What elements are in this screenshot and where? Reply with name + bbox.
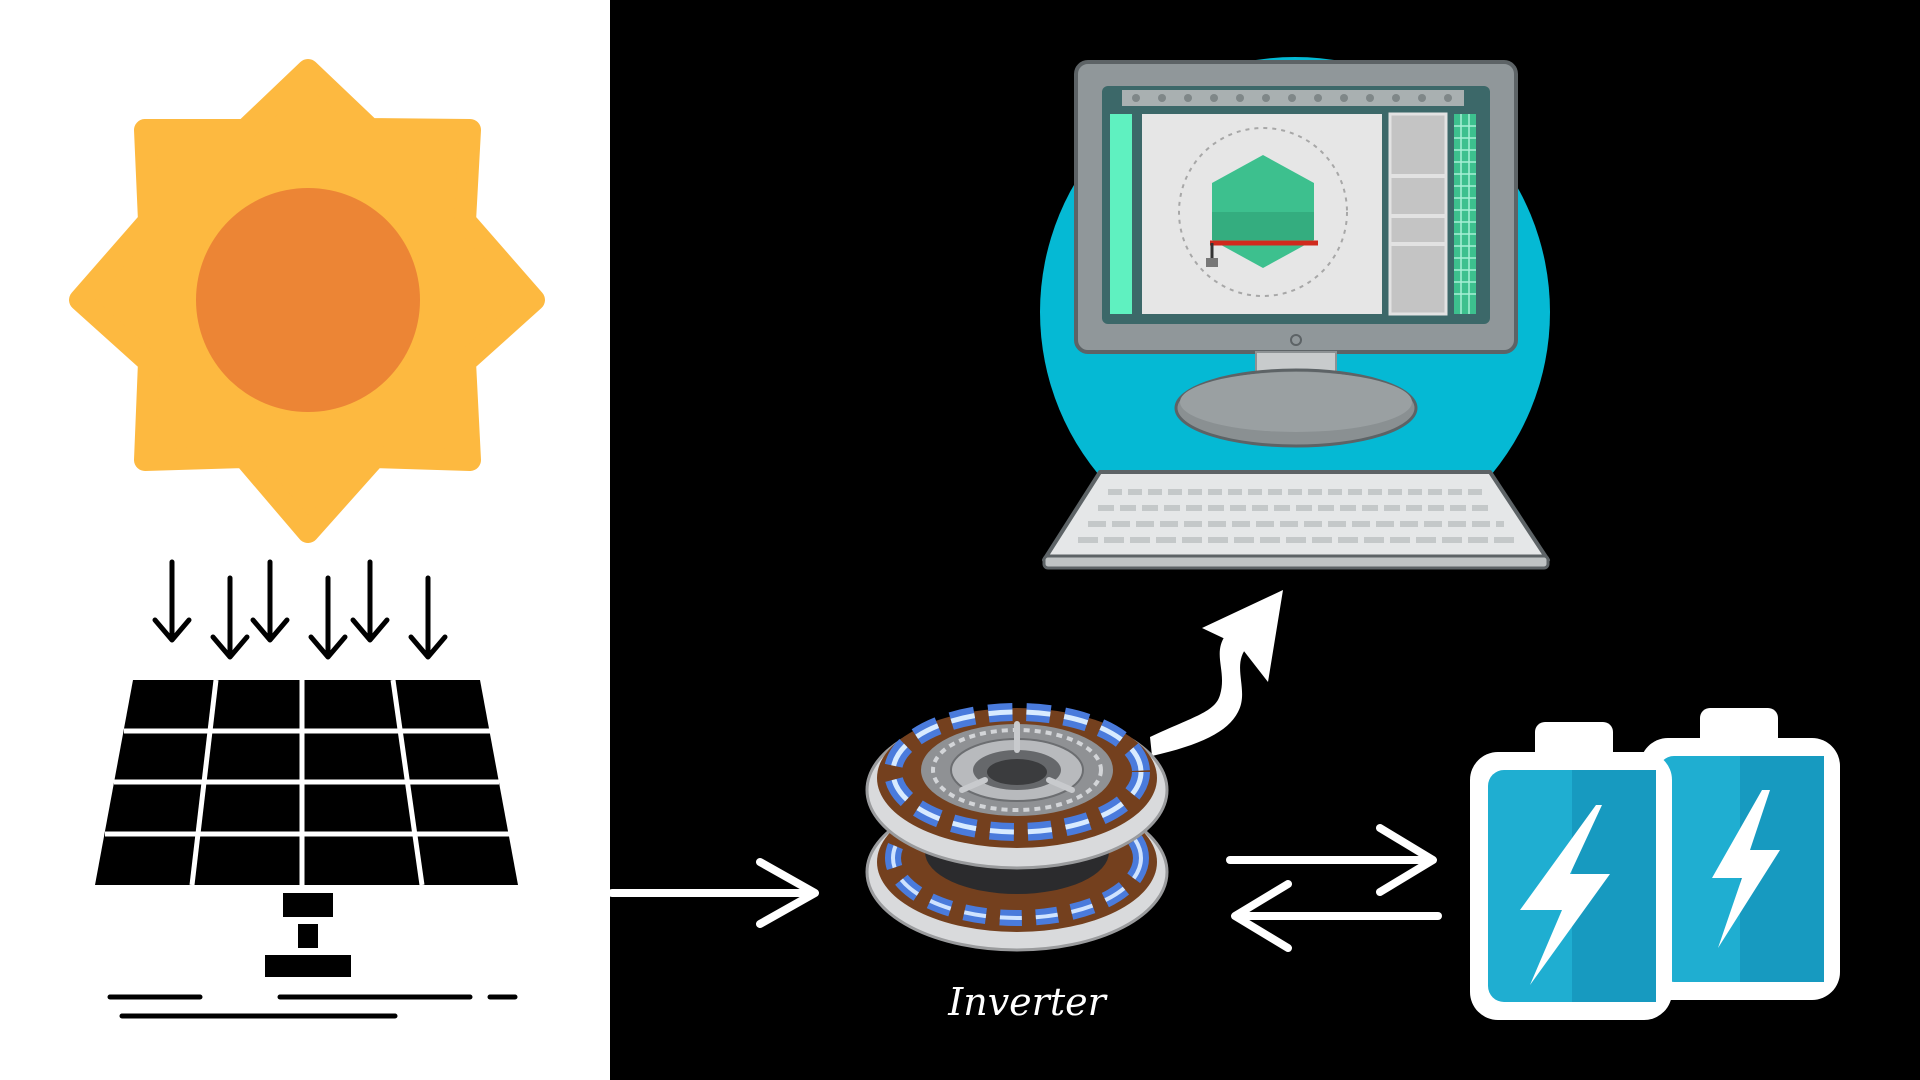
ray-arrow xyxy=(152,559,192,643)
computer-icon xyxy=(1040,57,1550,570)
arrow-battery-to-inverter xyxy=(1231,880,1442,952)
arrow-panel-to-inverter xyxy=(608,858,819,928)
solar-panel-icon xyxy=(95,679,518,1019)
ray-arrow xyxy=(408,575,448,660)
ray-arrow xyxy=(210,575,250,660)
sun-icon xyxy=(69,59,545,543)
ray-arrow xyxy=(308,575,348,660)
inverter-icon xyxy=(865,703,1169,952)
ray-arrow xyxy=(250,559,290,643)
ray-arrow xyxy=(350,559,390,643)
arrow-inverter-to-battery xyxy=(1226,824,1437,896)
battery-icon xyxy=(1470,708,1840,1020)
arrow-inverter-to-computer xyxy=(1150,590,1283,756)
sunlight-arrows xyxy=(152,559,448,660)
inverter-label: Inverter xyxy=(947,980,1108,1024)
